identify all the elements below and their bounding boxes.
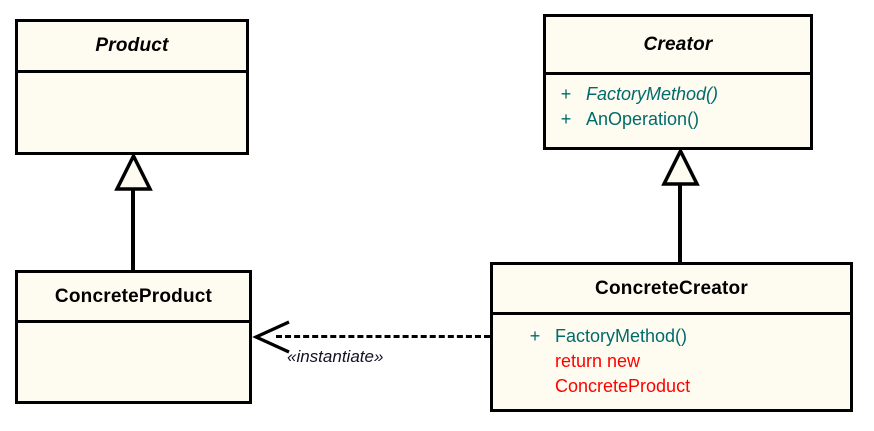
dependency-dashed-line-instantiate: [276, 335, 490, 338]
class-members-product: [18, 73, 246, 152]
member-row[interactable]: + FactoryMethod(): [546, 82, 810, 107]
class-box-product[interactable]: Product: [15, 19, 249, 155]
class-box-concrete-creator[interactable]: ConcreteCreator + FactoryMethod() return…: [490, 262, 853, 412]
class-header-concrete-creator: ConcreteCreator: [493, 265, 850, 315]
generalization-line-product: [131, 188, 135, 271]
class-name-concrete-product: ConcreteProduct: [54, 285, 213, 307]
member-visibility: +: [560, 84, 572, 104]
dependency-open-arrowhead-instantiate: [252, 319, 292, 355]
member-visibility: +: [529, 326, 541, 346]
member-visibility: +: [560, 109, 572, 129]
member-label: FactoryMethod(): [586, 84, 719, 104]
class-name-concrete-creator: ConcreteCreator: [595, 277, 748, 299]
member-label: AnOperation(): [586, 109, 700, 129]
class-members-creator: + FactoryMethod() + AnOperation(): [546, 75, 810, 147]
dependency-label-instantiate: «instantiate»: [287, 347, 384, 366]
class-box-concrete-product[interactable]: ConcreteProduct: [15, 270, 252, 404]
member-label: FactoryMethod(): [555, 326, 688, 346]
member-label: return new: [555, 351, 641, 371]
member-row: ConcreteProduct: [515, 374, 850, 399]
class-members-concrete-product: [18, 323, 249, 401]
member-row[interactable]: + FactoryMethod(): [515, 324, 850, 349]
class-members-concrete-creator: + FactoryMethod() return new ConcretePro…: [493, 315, 850, 409]
class-header-product: Product: [18, 22, 246, 73]
member-row: return new: [515, 349, 850, 374]
class-box-creator[interactable]: Creator + FactoryMethod() + AnOperation(…: [543, 14, 813, 150]
member-label: ConcreteProduct: [555, 376, 691, 396]
class-header-creator: Creator: [546, 17, 810, 75]
class-name-product: Product: [95, 35, 169, 56]
member-row[interactable]: + AnOperation(): [546, 107, 810, 132]
class-header-concrete-product: ConcreteProduct: [18, 273, 249, 323]
generalization-line-creator: [678, 183, 682, 264]
class-name-creator: Creator: [643, 33, 713, 55]
